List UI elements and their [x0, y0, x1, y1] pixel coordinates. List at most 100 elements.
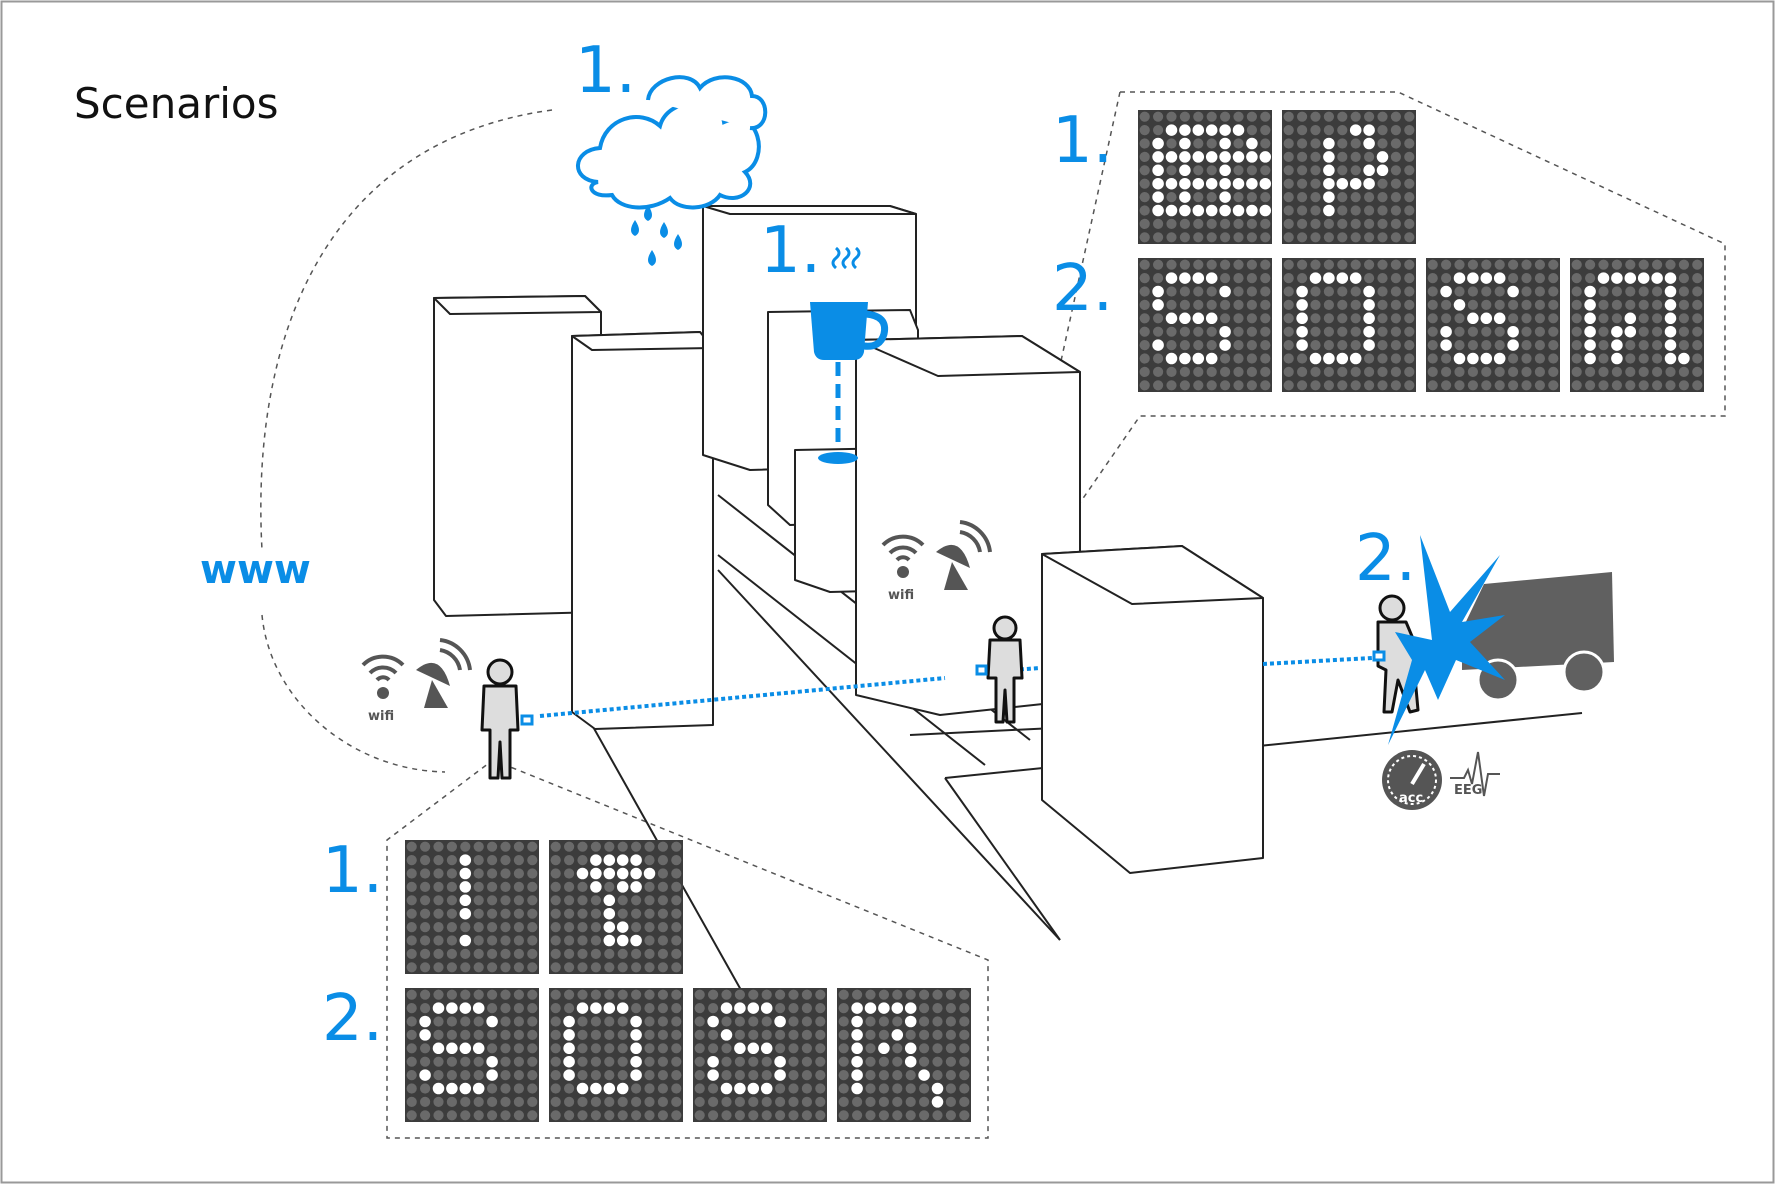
led-dot-off [1337, 326, 1348, 337]
led-dot-off [1390, 125, 1401, 136]
led-dot-off [801, 1070, 812, 1081]
led-dot-off [865, 989, 876, 1000]
led-dot-off [1652, 353, 1663, 364]
led-dot-on [878, 1042, 890, 1055]
led-dot-off [748, 1110, 759, 1121]
led-dot-on [603, 907, 616, 920]
led-dot-on [1179, 137, 1191, 150]
led-dot-off [500, 881, 511, 892]
led-dot-off [1166, 111, 1177, 122]
led-dot-off [604, 1016, 615, 1027]
led-dot-off [487, 1110, 498, 1121]
led-dot-off [838, 1096, 849, 1107]
led-panel [1282, 258, 1416, 392]
led-dot-off [1233, 353, 1244, 364]
led-dot-off [815, 1003, 826, 1014]
led-dot-off [644, 881, 655, 892]
led-dot-on [1440, 325, 1452, 338]
led-dot-on [1152, 177, 1164, 190]
led-dot-off [1283, 232, 1294, 243]
led-dot-off [564, 1003, 575, 1014]
led-dot-off [577, 1096, 588, 1107]
led-dot-on [590, 854, 602, 866]
led-dot-off [1390, 353, 1401, 364]
led-dot-on [446, 1002, 458, 1014]
led-dot-off [1310, 192, 1321, 203]
led-dot-off [1220, 366, 1231, 377]
led-dot-off [513, 1043, 524, 1054]
led-dot-off [513, 881, 524, 892]
led-dot-on [459, 907, 472, 920]
led-dot-off [550, 855, 561, 866]
led-dot-on [459, 867, 472, 880]
led-dot-off [590, 962, 601, 973]
led-panel [1138, 110, 1272, 244]
satellite-dish-icon [936, 520, 992, 590]
led-dot-off [959, 1003, 970, 1014]
led-dot-off [734, 1016, 745, 1027]
led-dot-off [1467, 340, 1478, 351]
led-dot-off [527, 841, 538, 852]
led-dot-off [1598, 299, 1609, 310]
led-dot-off [1206, 286, 1217, 297]
led-dot-off [1508, 353, 1519, 364]
led-dot-on [563, 1042, 575, 1055]
led-dot-off [433, 855, 444, 866]
led-dot-off [1179, 232, 1190, 243]
led-dot-off [1206, 340, 1217, 351]
led-dot-off [1283, 259, 1294, 270]
led-dot-off [1427, 353, 1438, 364]
led-dot-on [1232, 124, 1245, 136]
led-dot-off [1246, 273, 1257, 284]
led-dot-off [527, 895, 538, 906]
led-dot-on [1323, 177, 1335, 190]
led-dot-off [1323, 326, 1334, 337]
led-dot-off [577, 1070, 588, 1081]
led-dot-off [513, 1003, 524, 1014]
led-dot-off [1310, 313, 1321, 324]
led-dot-on [1232, 151, 1245, 163]
led-dot-off [1521, 273, 1532, 284]
led-dot-off [1220, 380, 1231, 391]
led-panel [405, 988, 539, 1122]
led-dot-off [604, 1056, 615, 1067]
led-dot-off [1652, 326, 1663, 337]
led-dot-off [1233, 366, 1244, 377]
led-dot-off [1611, 286, 1622, 297]
led-dot-off [433, 989, 444, 1000]
led-dot-off [420, 855, 431, 866]
led-dot-off [433, 1056, 444, 1067]
svg-text:wifi: wifi [888, 588, 914, 603]
led-dot-off [1404, 340, 1415, 351]
led-dot-off [1297, 218, 1308, 229]
callout-top-right [984, 91, 1726, 641]
led-dot-off [1260, 313, 1271, 324]
led-dot-off [1206, 259, 1217, 270]
step-2-label-crash: 2. [1355, 522, 1416, 596]
led-dot-off [1534, 353, 1545, 364]
led-dot-off [1534, 286, 1545, 297]
led-dot-off [644, 962, 655, 973]
led-dot-on [472, 1002, 485, 1014]
led-dot-off [473, 1056, 484, 1067]
led-dot-off [1441, 380, 1452, 391]
led-dot-on [851, 1029, 863, 1041]
led-dot-off [1220, 299, 1231, 310]
led-dot-off [590, 841, 601, 852]
led-dot-off [1390, 111, 1401, 122]
led-dot-off [721, 1096, 732, 1107]
led-dot-on [1363, 325, 1375, 338]
led-dot-off [513, 935, 524, 946]
led-dot-off [708, 1096, 719, 1107]
led-dot-off [815, 1056, 826, 1067]
led-dot-on [1192, 352, 1205, 365]
led-dot-off [1377, 192, 1388, 203]
led-dot-off [1233, 259, 1244, 270]
led-dot-on [459, 854, 472, 866]
led-dot-off [892, 1043, 903, 1054]
led-dot-off [460, 1056, 471, 1067]
led-dot-on [1597, 272, 1610, 284]
led-dot-off [1377, 138, 1388, 149]
led-dot-off [1364, 380, 1375, 391]
led-dot-off [406, 1016, 417, 1027]
